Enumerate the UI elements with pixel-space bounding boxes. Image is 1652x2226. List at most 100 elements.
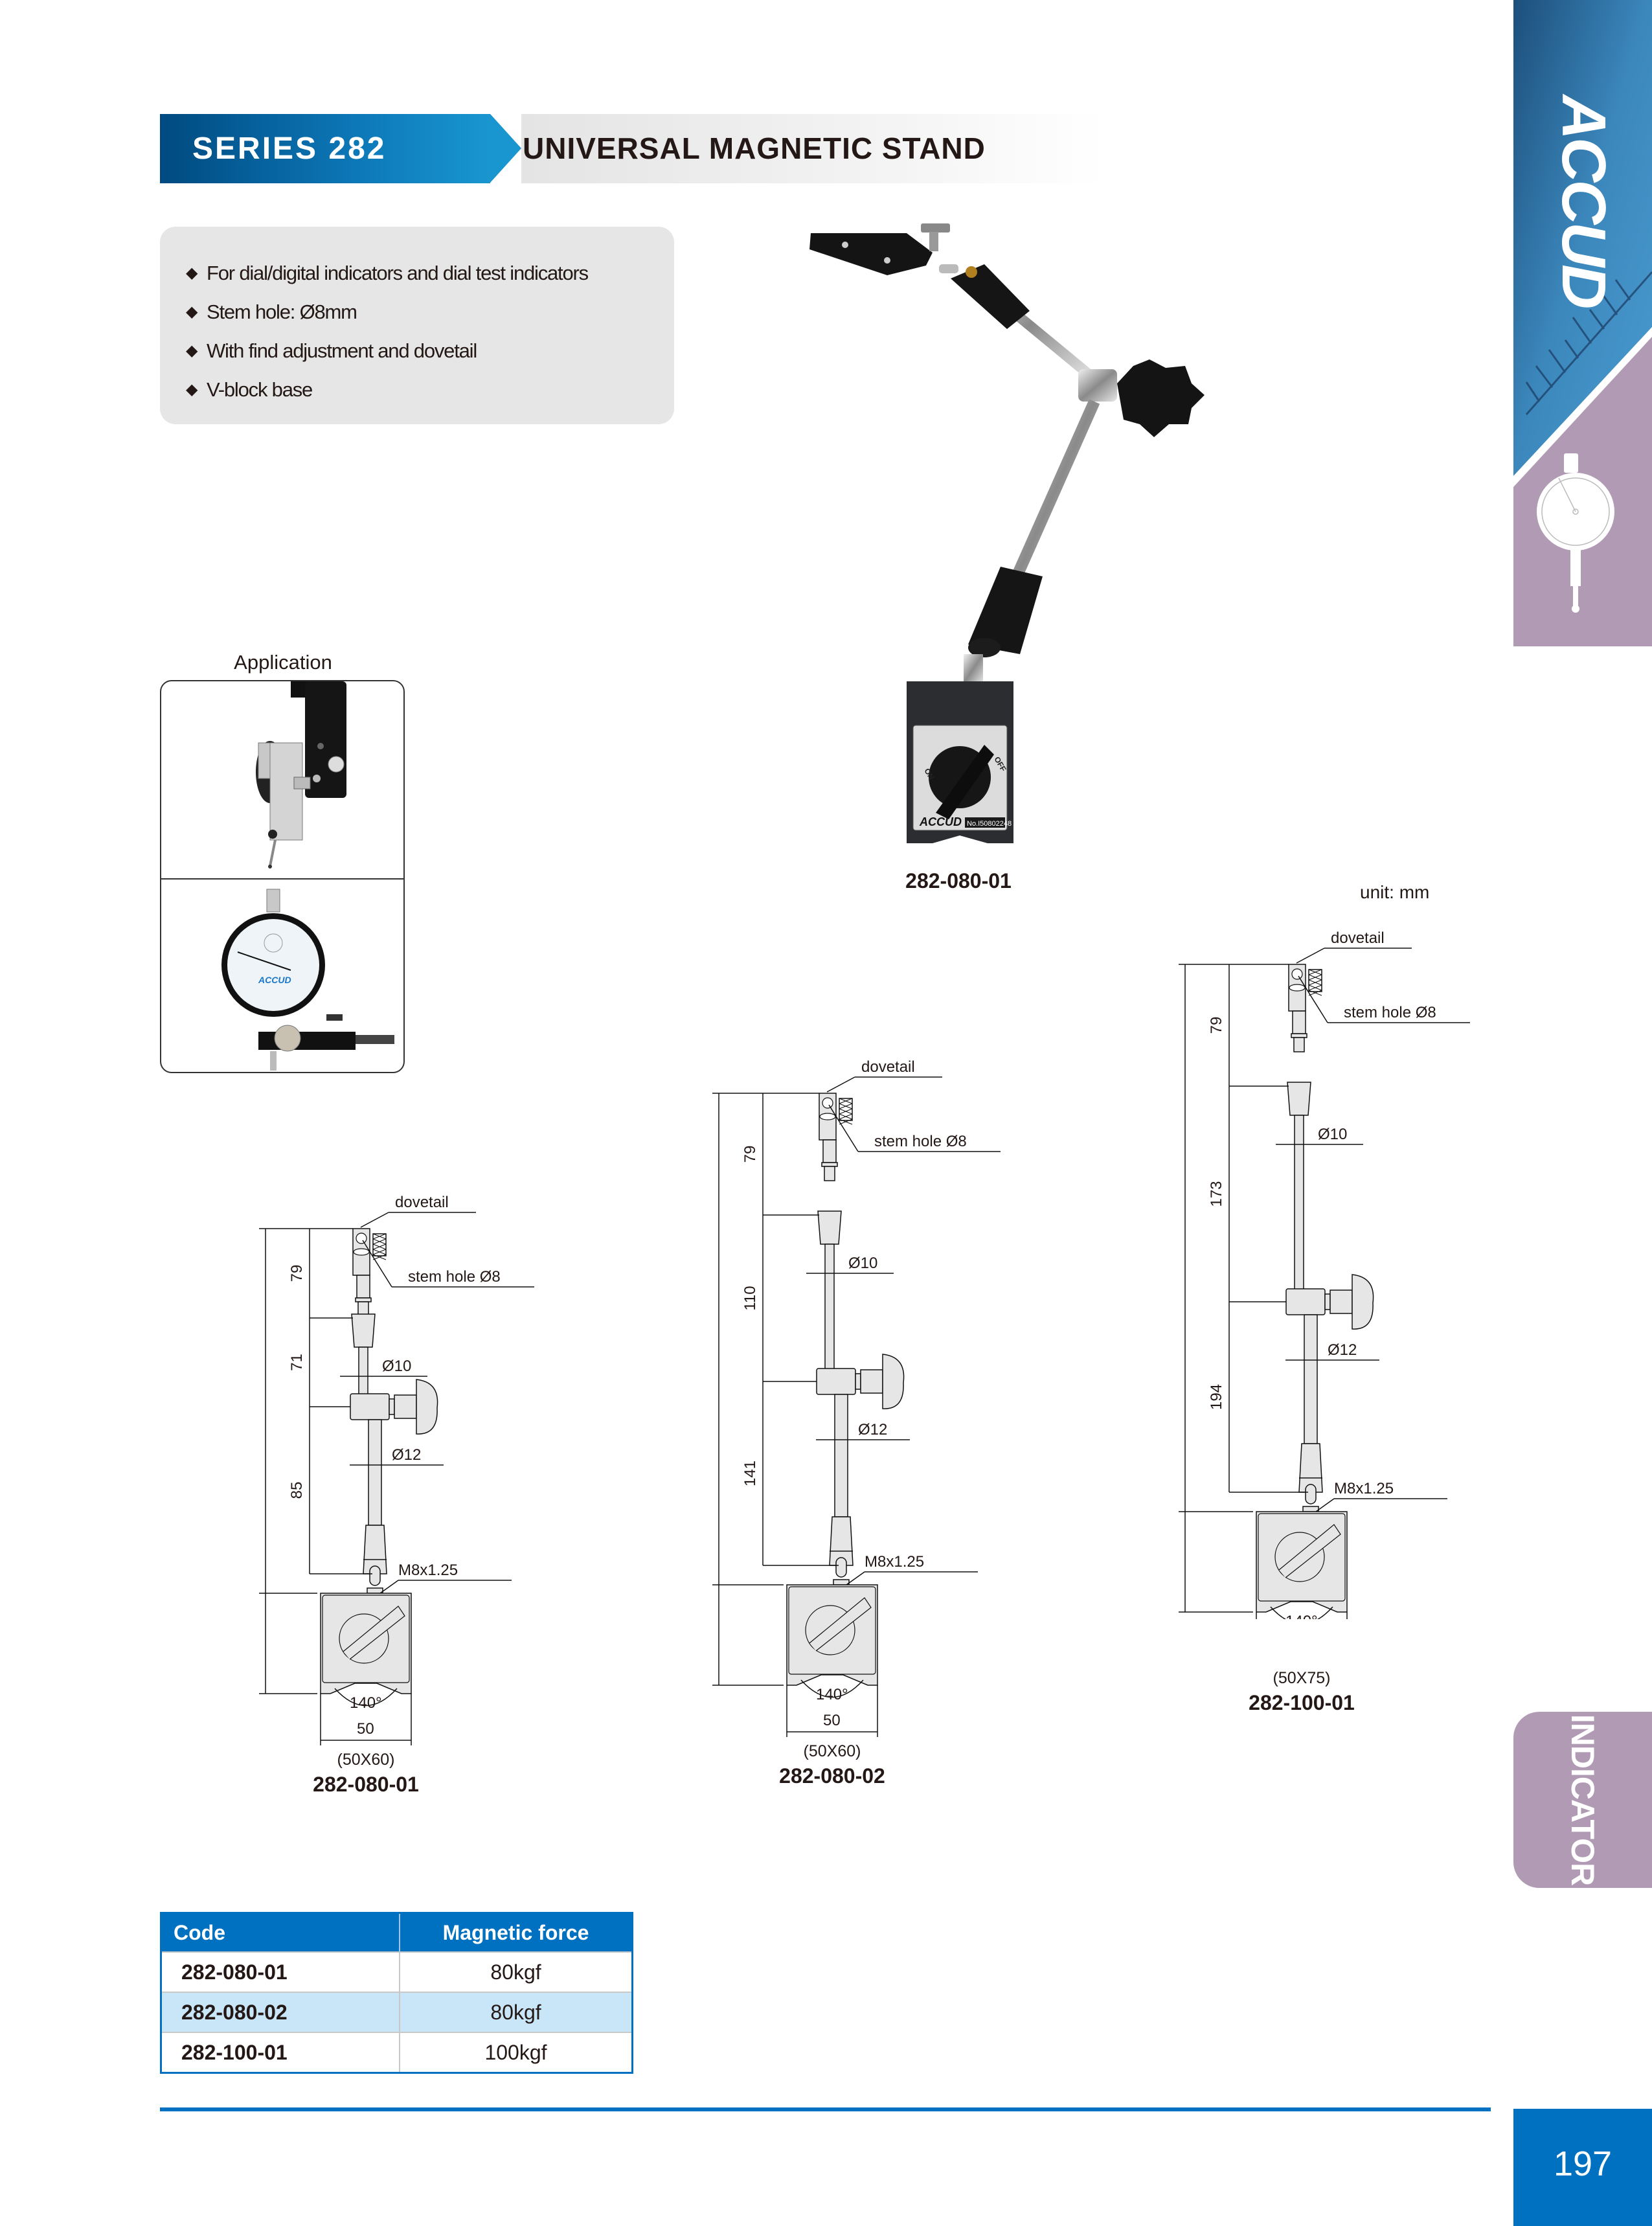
table-row: 282-080-01 80kgf [161,1951,633,1992]
series-badge-arrow [490,114,521,183]
diamond-bullet-icon: ◆ [186,303,198,321]
feature-box: ◆For dial/digital indicators and dial te… [160,227,674,424]
dimension-lines [712,1076,1001,1737]
dim-base-width: 50 [823,1712,841,1729]
label-stem-hole: stem hole Ø8 [874,1133,967,1150]
stand-outline [350,1228,438,1594]
dimension-lines [1179,948,1470,1619]
column-header-magnetic-force: Magnetic force [400,1913,633,1952]
drawing-code-caption: 282-080-01 [313,1773,419,1796]
dim-segment-2: 173 [1208,1181,1225,1207]
label-stem-hole: stem hole Ø8 [1344,1004,1436,1021]
magnetic-base: ON OFF ACCUD No.I50802248 [907,681,1013,843]
diamond-bullet-icon: ◆ [186,342,198,359]
dim-total-height: 360 [712,1326,715,1353]
center-joint [1078,369,1117,402]
unit-label: unit: mm [1360,882,1430,902]
application-image-box: ACCUD [160,680,405,1073]
dim-segment-2: 110 [741,1286,759,1310]
dim-v-angle: 140° [816,1686,848,1703]
dim-segment-3: 141 [741,1460,759,1486]
feature-list: ◆For dial/digital indicators and dial te… [186,254,674,409]
table-row: 282-080-02 80kgf [161,1992,633,2032]
label-dovetail: dovetail [1331,929,1385,947]
label-dovetail: dovetail [395,1194,449,1211]
diamond-bullet-icon: ◆ [186,264,198,282]
cell-code: 282-100-01 [161,2032,400,2073]
dim-segment-1: 79 [288,1265,306,1282]
table-row: 282-100-01 100kgf [161,2032,633,2073]
product-photo: ON OFF ACCUD No.I50802248 [809,223,1205,843]
dim-v-angle: 140° [350,1694,382,1712]
magnetic-base-drawing [1256,1511,1348,1613]
series-banner: SERIES 282 UNIVERSAL MAGNETIC STAND [160,114,1104,183]
label-lower-rod-diameter: Ø12 [392,1446,421,1464]
table-header-row: Code Magnetic force [161,1913,633,1952]
diamond-bullet-icon: ◆ [186,381,198,398]
label-lower-rod-diameter: Ø12 [858,1421,887,1438]
cell-code: 282-080-01 [161,1951,400,1992]
label-upper-rod-diameter: Ø10 [848,1255,877,1272]
feature-item: ◆V-block base [186,370,674,409]
cell-code: 282-080-02 [161,1992,400,2032]
label-lower-rod-diameter: Ø12 [1328,1341,1357,1359]
dim-segment-1: 79 [1208,1017,1225,1034]
page-title: UNIVERSAL MAGNETIC STAND [523,131,986,165]
dim-base-height: 55 [259,1635,262,1653]
dim-segment-2: 71 [288,1354,306,1371]
sidebar-banner [1513,0,1652,648]
stand-outline [1285,964,1374,1512]
dim-segment-3: 194 [1208,1384,1225,1410]
sidebar-ruler-photo [1513,0,1652,476]
base-size-caption: (50X60) [337,1751,395,1769]
star-knob-icon [1117,359,1205,437]
section-tab-label: INDICATOR [1565,1714,1601,1886]
dim-base-width: 50 [357,1720,374,1738]
product-photo-caption: 282-080-01 [905,869,1012,892]
dim-v-angle: 140° [1285,1613,1318,1619]
base-size-caption: (50X75) [1273,1669,1331,1687]
stand-outline [816,1093,905,1585]
cell-force: 80kgf [400,1992,633,2032]
dim-total-height: 475 [1179,1225,1181,1252]
label-upper-rod-diameter: Ø10 [1318,1126,1347,1143]
dim-segment-1: 79 [741,1146,759,1163]
label-upper-rod-diameter: Ø10 [382,1357,411,1375]
label-thread: M8x1.25 [865,1553,924,1571]
series-label: SERIES 282 [192,131,387,166]
drawing-code-caption: 282-100-01 [1249,1691,1355,1714]
svg-text:ACCUD: ACCUD [258,975,291,985]
dim-base-height: 55 [712,1626,715,1644]
cell-force: 80kgf [400,1951,633,1992]
svg-text:No.I50802248: No.I50802248 [967,820,1012,828]
application-divider [161,878,403,880]
dimension-lines [259,1212,534,1745]
drawing-code-caption: 282-080-02 [779,1764,885,1788]
label-thread: M8x1.25 [398,1562,458,1579]
application-label: Application [234,651,332,674]
spec-table: Code Magnetic force 282-080-01 80kgf 282… [160,1912,633,2074]
ruler-ticks-icon [1525,271,1652,415]
dim-segment-3: 85 [288,1482,306,1499]
section-tab-indicator[interactable]: INDICATOR [1513,1712,1652,1888]
footer-rule [160,2107,1491,2111]
page-number: 197 [1513,2109,1652,2226]
dim-base-height: 55 [1179,1553,1181,1571]
feature-item: ◆For dial/digital indicators and dial te… [186,254,674,293]
magnetic-base-drawing [786,1584,878,1686]
dial-indicator-image: ACCUD [221,889,394,1071]
cell-force: 100kgf [400,2032,633,2073]
upper-joint-sleeve [951,264,1030,329]
magnetic-base-drawing [320,1593,412,1694]
lower-joint-sleeve [968,567,1043,657]
brand-logo: ACCUD [1549,95,1618,307]
feature-item: ◆With find adjustment and dovetail [186,332,674,370]
base-size-caption: (50X60) [803,1742,861,1760]
column-header-code: Code [161,1913,400,1952]
series-badge-bg [160,114,490,183]
dial-test-indicator-image [256,681,346,869]
svg-text:ACCUD: ACCUD [919,815,962,828]
